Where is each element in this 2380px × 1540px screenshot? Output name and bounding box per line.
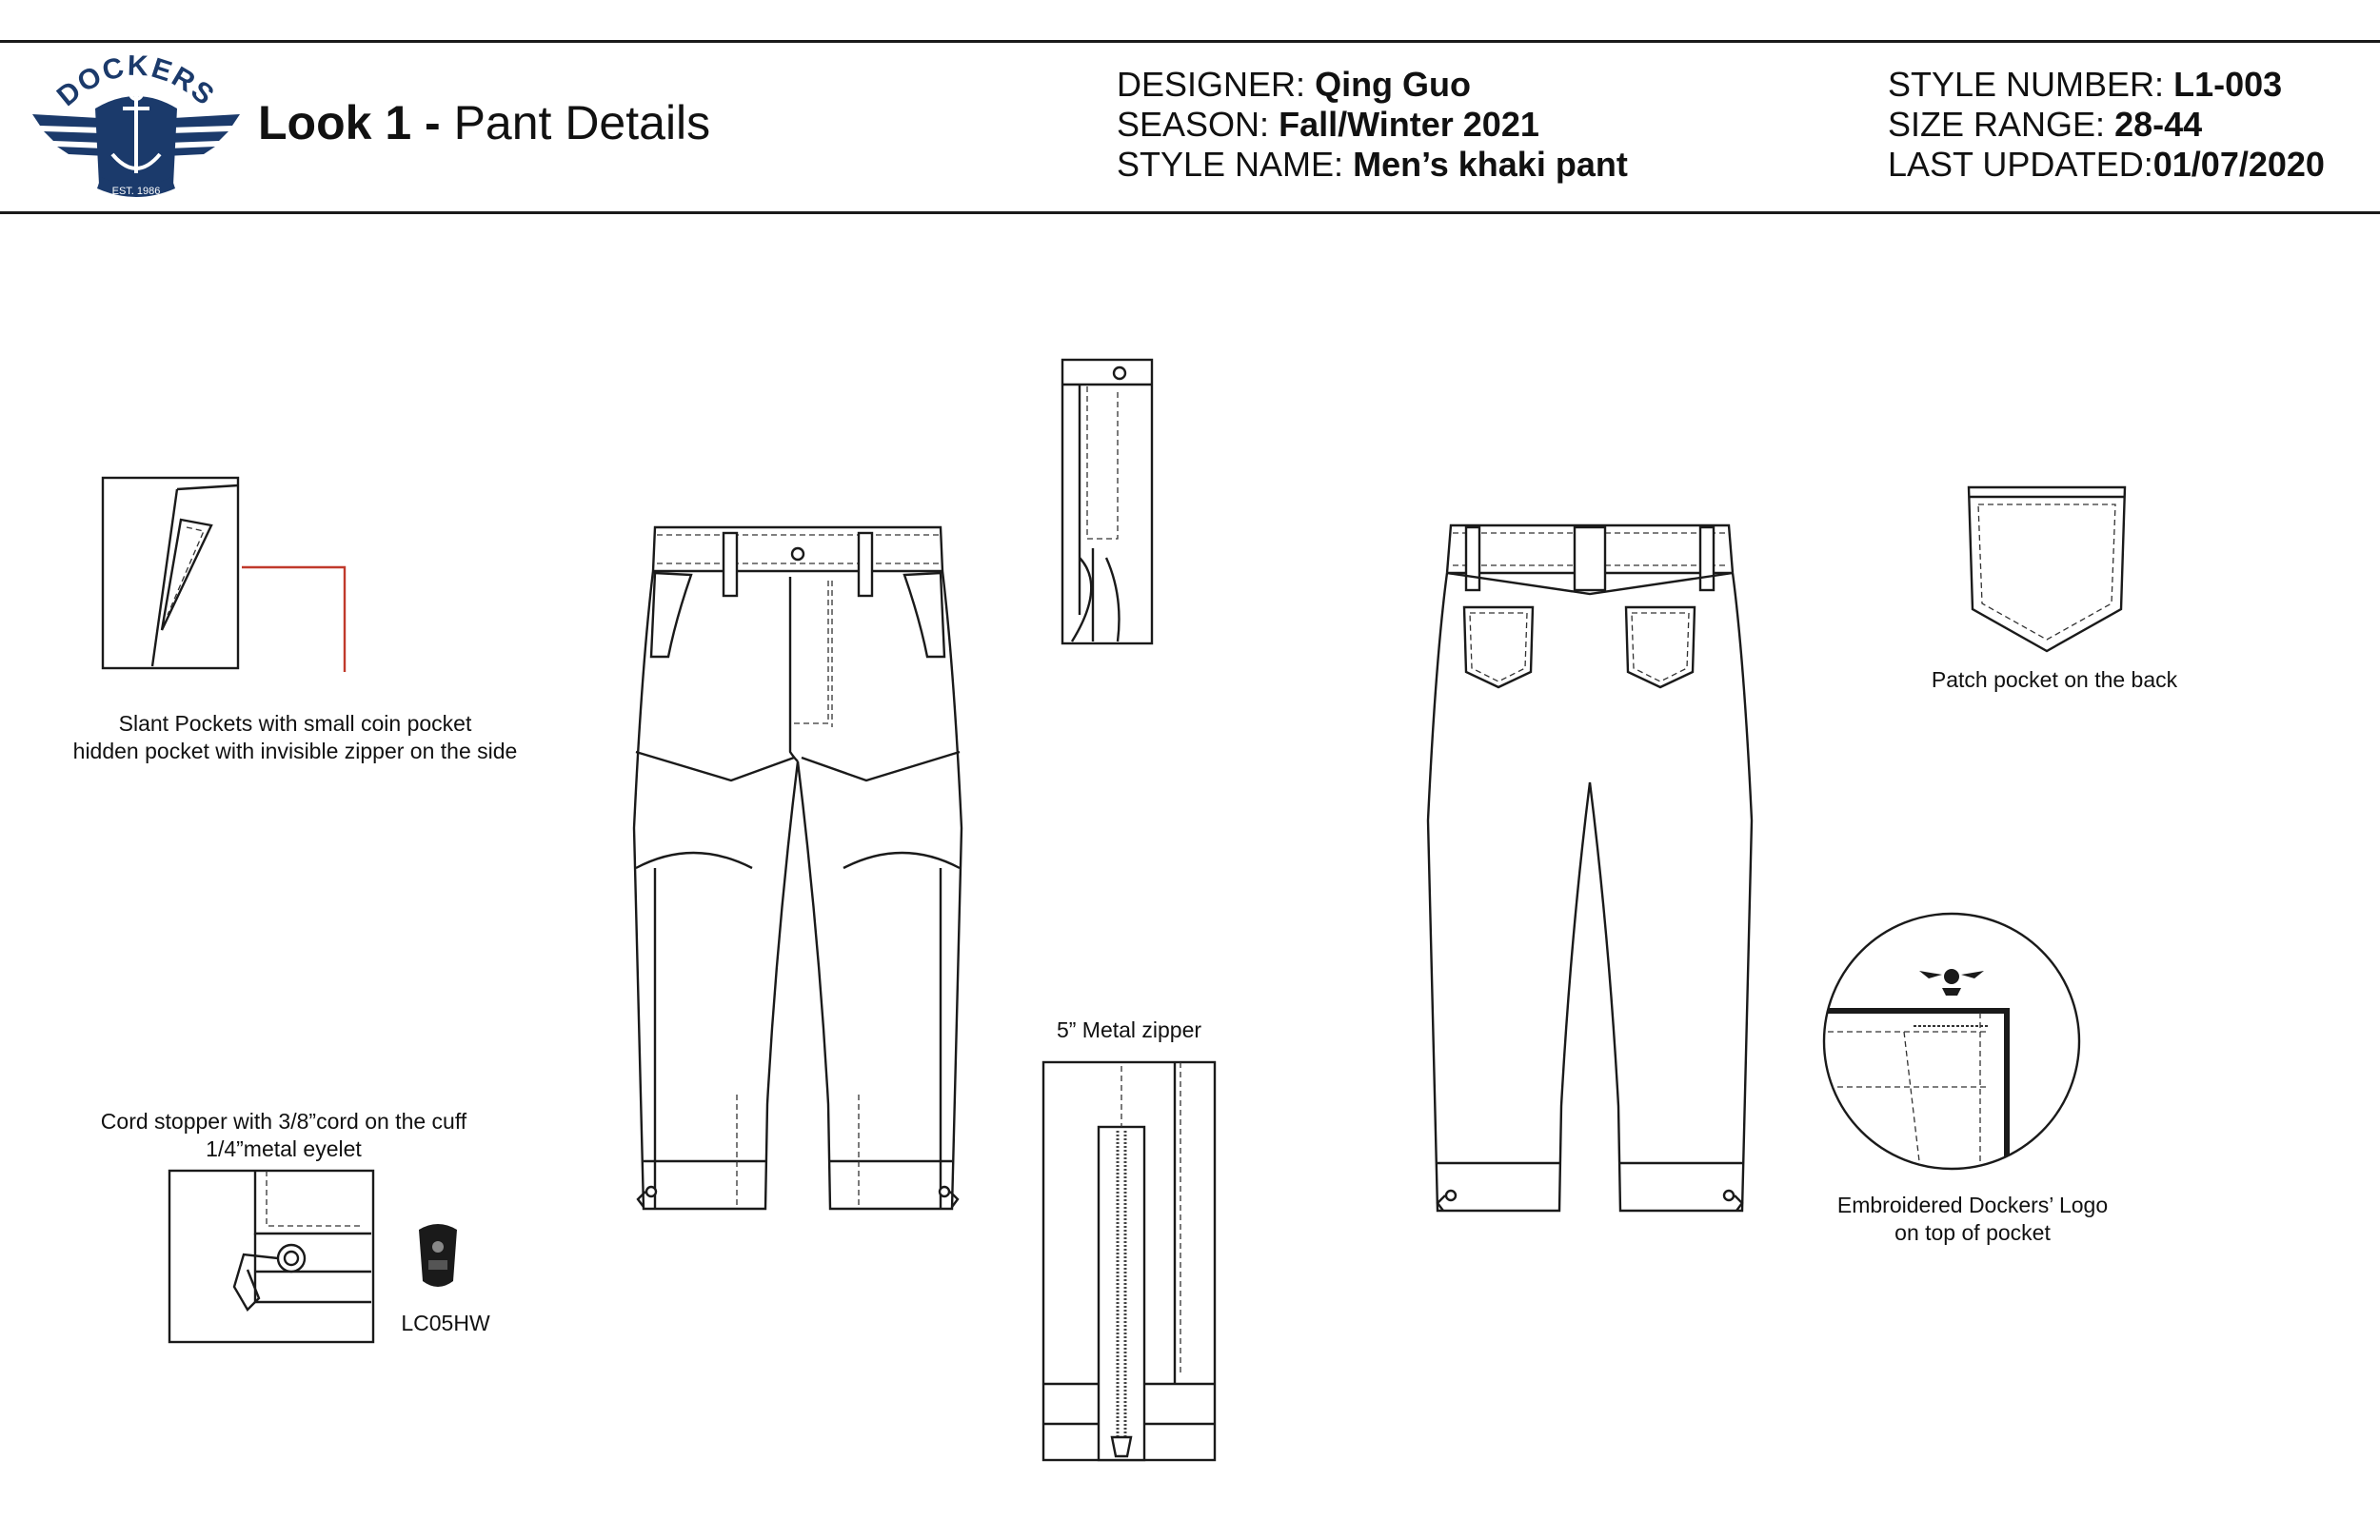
style-name-label: STYLE NAME:	[1117, 145, 1344, 184]
back-pant-flat	[1426, 523, 1754, 1213]
meta-right: STYLE NUMBER: L1-003 SIZE RANGE: 28-44 L…	[1888, 65, 2325, 185]
designer-row: DESIGNER: Qing Guo	[1117, 65, 1628, 105]
cord-stopper-caption: Cord stopper with 3/8”cord on the cuff 1…	[59, 1108, 508, 1163]
embroidered-logo-caption: Embroidered Dockers’ Logo on top of pock…	[1805, 1192, 2140, 1247]
logo-est-text: EST. 1986	[112, 186, 161, 197]
size-range-label: SIZE RANGE:	[1888, 105, 2106, 144]
season-value: Fall/Winter 2021	[1279, 105, 1539, 144]
page-title-bold: Look 1 -	[258, 96, 441, 149]
header-bottom-rule	[0, 211, 2380, 214]
fly-detail	[1061, 358, 1154, 645]
metal-zipper-detail	[1041, 1060, 1217, 1462]
designer-value: Qing Guo	[1315, 65, 1472, 104]
cord-caption-line2: 1/4”metal eyelet	[206, 1136, 362, 1161]
style-number-value: L1-003	[2173, 65, 2283, 104]
front-pant-flat	[632, 525, 963, 1211]
slant-caption-line1: Slant Pockets with small coin pocket	[118, 711, 472, 736]
last-updated-label: LAST UPDATED:	[1888, 145, 2153, 184]
style-name-value: Men’s khaki pant	[1353, 145, 1628, 184]
slant-pocket-caption: Slant Pockets with small coin pocket hid…	[55, 710, 535, 765]
cord-stopper-icon	[419, 1224, 457, 1287]
dockers-logo: EST. 1986 DOCKERS	[32, 50, 240, 197]
style-number-row: STYLE NUMBER: L1-003	[1888, 65, 2325, 105]
cord-caption-line1: Cord stopper with 3/8”cord on the cuff	[100, 1109, 467, 1134]
cord-stopper-detail	[168, 1169, 375, 1344]
patch-pocket-detail	[1967, 485, 2127, 653]
logo-caption-line2: on top of pocket	[1894, 1220, 2051, 1245]
header-top-rule	[0, 40, 2380, 43]
cord-stopper-code: LC05HW	[401, 1311, 490, 1335]
style-number-label: STYLE NUMBER:	[1888, 65, 2165, 104]
embroidered-logo-detail	[1822, 912, 2081, 1171]
zipper-caption: 5” Metal zipper	[1056, 1017, 1202, 1042]
slant-caption-line2: hidden pocket with invisible zipper on t…	[72, 739, 518, 763]
meta-left: DESIGNER: Qing Guo SEASON: Fall/Winter 2…	[1117, 65, 1628, 185]
size-range-row: SIZE RANGE: 28-44	[1888, 105, 2325, 145]
size-range-value: 28-44	[2114, 105, 2203, 144]
logo-caption-line1: Embroidered Dockers’ Logo	[1836, 1193, 2109, 1217]
page-title-rest: Pant Details	[440, 96, 711, 149]
slant-pocket-detail	[101, 476, 347, 672]
designer-label: DESIGNER:	[1117, 65, 1306, 104]
dockers-wing-logo-icon	[1919, 969, 1984, 996]
last-updated-value: 01/07/2020	[2152, 145, 2325, 184]
season-row: SEASON: Fall/Winter 2021	[1117, 105, 1628, 145]
page-title: Look 1 - Pant Details	[258, 95, 710, 150]
last-updated-row: LAST UPDATED:01/07/2020	[1888, 145, 2325, 185]
season-label: SEASON:	[1117, 105, 1270, 144]
style-name-row: STYLE NAME: Men’s khaki pant	[1117, 145, 1628, 185]
patch-pocket-caption: Patch pocket on the back	[1931, 667, 2178, 692]
